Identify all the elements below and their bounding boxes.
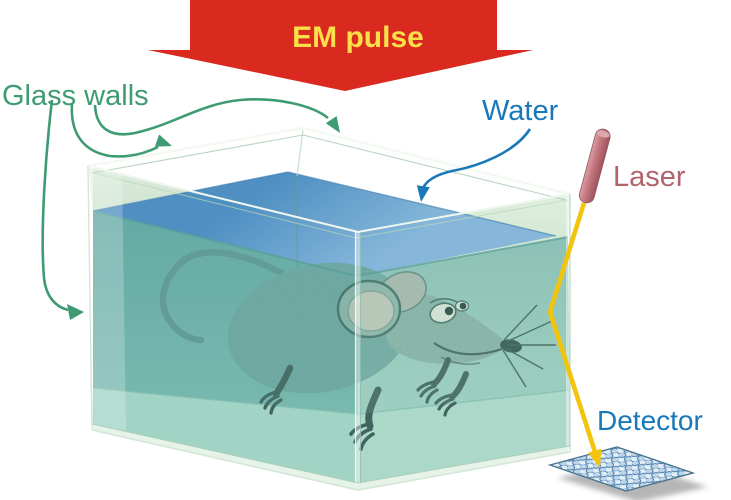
laser-label: Laser [613,161,686,193]
glass-walls-arrowheads [67,116,340,320]
mouse-nose [500,339,522,353]
em-pulse-arrow: EM pulse [148,0,533,91]
laser-device [578,128,611,204]
mouse-paws [259,357,469,451]
mouse-eye-far [459,302,467,310]
laser-beam-arrowhead [588,448,602,468]
water-arrow [416,128,532,202]
tank-floor-right [358,390,570,490]
detector-label: Detector [597,405,703,436]
tank-floor-left [92,388,358,490]
water-label: Water [482,95,559,127]
mouse-smile [433,342,503,356]
glass-walls-label: Glass walls [2,80,149,112]
em-pulse-label: EM pulse [292,21,424,54]
mouse [159,249,556,451]
glass-walls-arrows [41,98,329,312]
mouse-ear-inner [347,290,395,332]
glass-front-overlay [87,126,571,491]
laser-beam [547,202,602,468]
mouse-whiskers [502,304,556,388]
detector [547,446,708,500]
